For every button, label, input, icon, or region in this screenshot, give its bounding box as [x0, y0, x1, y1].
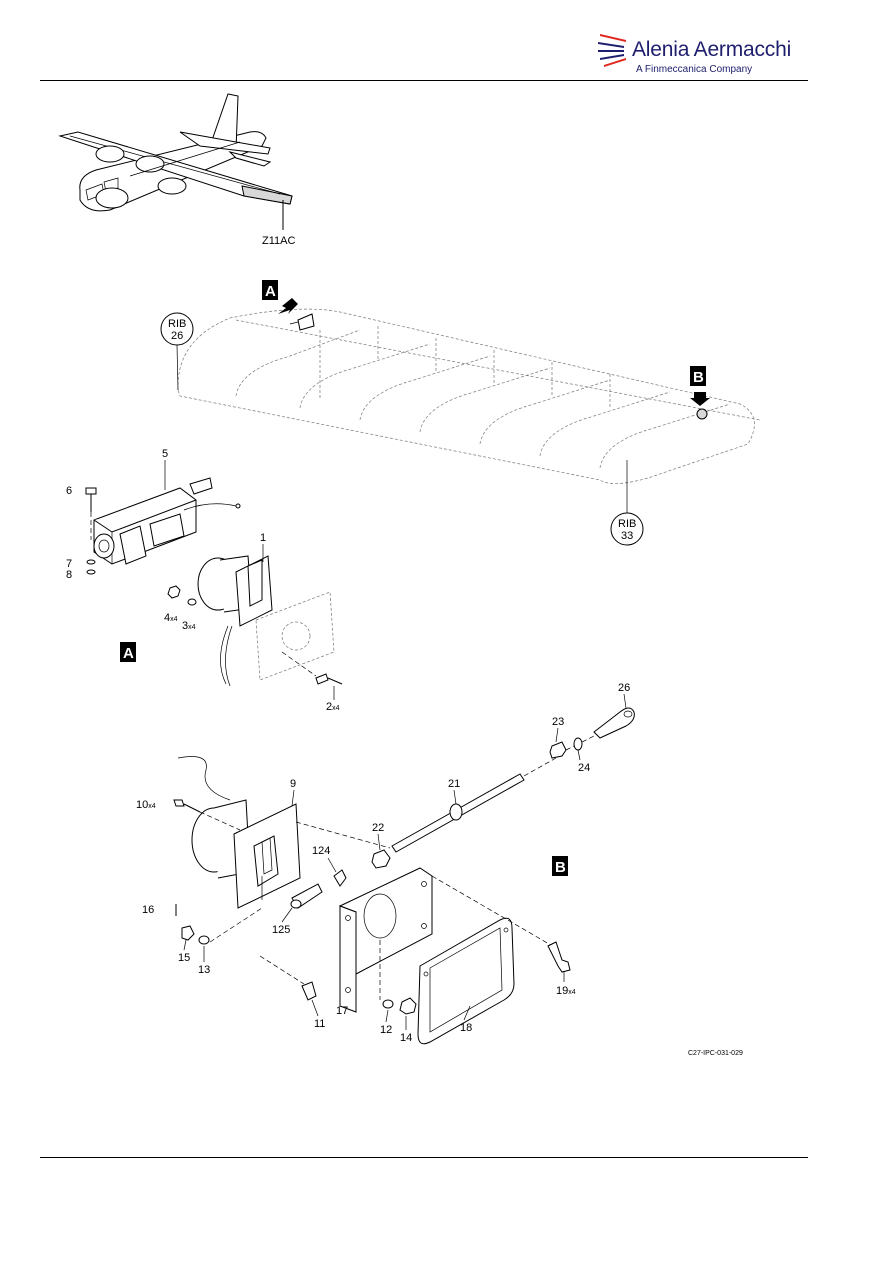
svg-text:26: 26	[171, 330, 183, 342]
view-a-assembly	[85, 477, 343, 687]
wing-section-phantom	[177, 308, 761, 484]
view-b-label: B	[555, 859, 566, 876]
item-18-label: 18	[460, 1022, 472, 1034]
zone-label: Z11AC	[262, 235, 295, 247]
item-21-label: 21	[448, 778, 460, 790]
view-a-callout-text: A	[265, 283, 276, 300]
view-b-assembly	[173, 707, 635, 1045]
item-24-label: 24	[578, 762, 590, 774]
item-17-label: 17	[336, 1005, 348, 1017]
item-4-label: 4x4	[164, 612, 178, 624]
company-logo: Alenia Aermacchi A Finmeccanica Company	[596, 24, 796, 84]
item-26-label: 26	[618, 682, 630, 694]
rib-33-marker: RIB 33	[610, 460, 644, 546]
company-tagline: A Finmeccanica Company	[636, 64, 753, 75]
item-12-label: 12	[380, 1024, 392, 1036]
item-2-label: 2x4	[326, 701, 340, 713]
logo-mark-icon	[598, 34, 626, 67]
item-14-label: 14	[400, 1032, 412, 1044]
view-a-label: A	[123, 645, 134, 662]
item-8-label: 8	[66, 569, 72, 581]
svg-text:33: 33	[621, 530, 633, 542]
view-b-arrow-icon	[690, 392, 710, 406]
aircraft-locator-icon	[58, 93, 293, 230]
item-10-label: 10x4	[136, 799, 156, 811]
item-11-label: 11	[314, 1018, 325, 1030]
item-16-label: 16	[142, 904, 154, 916]
item-23-label: 23	[552, 716, 564, 728]
svg-text:RIB: RIB	[168, 318, 186, 330]
view-a-callout	[262, 280, 278, 300]
footer-rule	[40, 1157, 808, 1158]
item-9-label: 9	[290, 778, 296, 790]
item-15-label: 15	[178, 952, 190, 964]
item-1-label: 1	[260, 532, 266, 544]
item-22-label: 22	[372, 822, 384, 834]
view-b-callout	[690, 366, 706, 386]
company-name: Alenia Aermacchi	[632, 38, 792, 61]
item-125-label: 125	[272, 924, 290, 936]
figure-reference: C27-IPC-031-029	[688, 1050, 743, 1057]
item-6-label: 6	[66, 485, 72, 497]
item-124-label: 124	[312, 845, 330, 857]
item-13-label: 13	[198, 964, 210, 976]
view-b-callout-text: B	[693, 369, 704, 386]
item-3-label: 3x4	[182, 620, 196, 632]
item-5-label: 5	[162, 448, 168, 460]
item-19-label: 19x4	[556, 985, 576, 997]
rib-26-marker: RIB 26	[160, 312, 194, 391]
view-a-arrow-icon	[278, 298, 298, 314]
item-7-label: 7	[66, 558, 72, 570]
view-a-label-box	[120, 642, 136, 662]
header-rule	[40, 80, 808, 81]
svg-text:RIB: RIB	[618, 518, 636, 530]
view-b-label-box	[552, 856, 568, 876]
